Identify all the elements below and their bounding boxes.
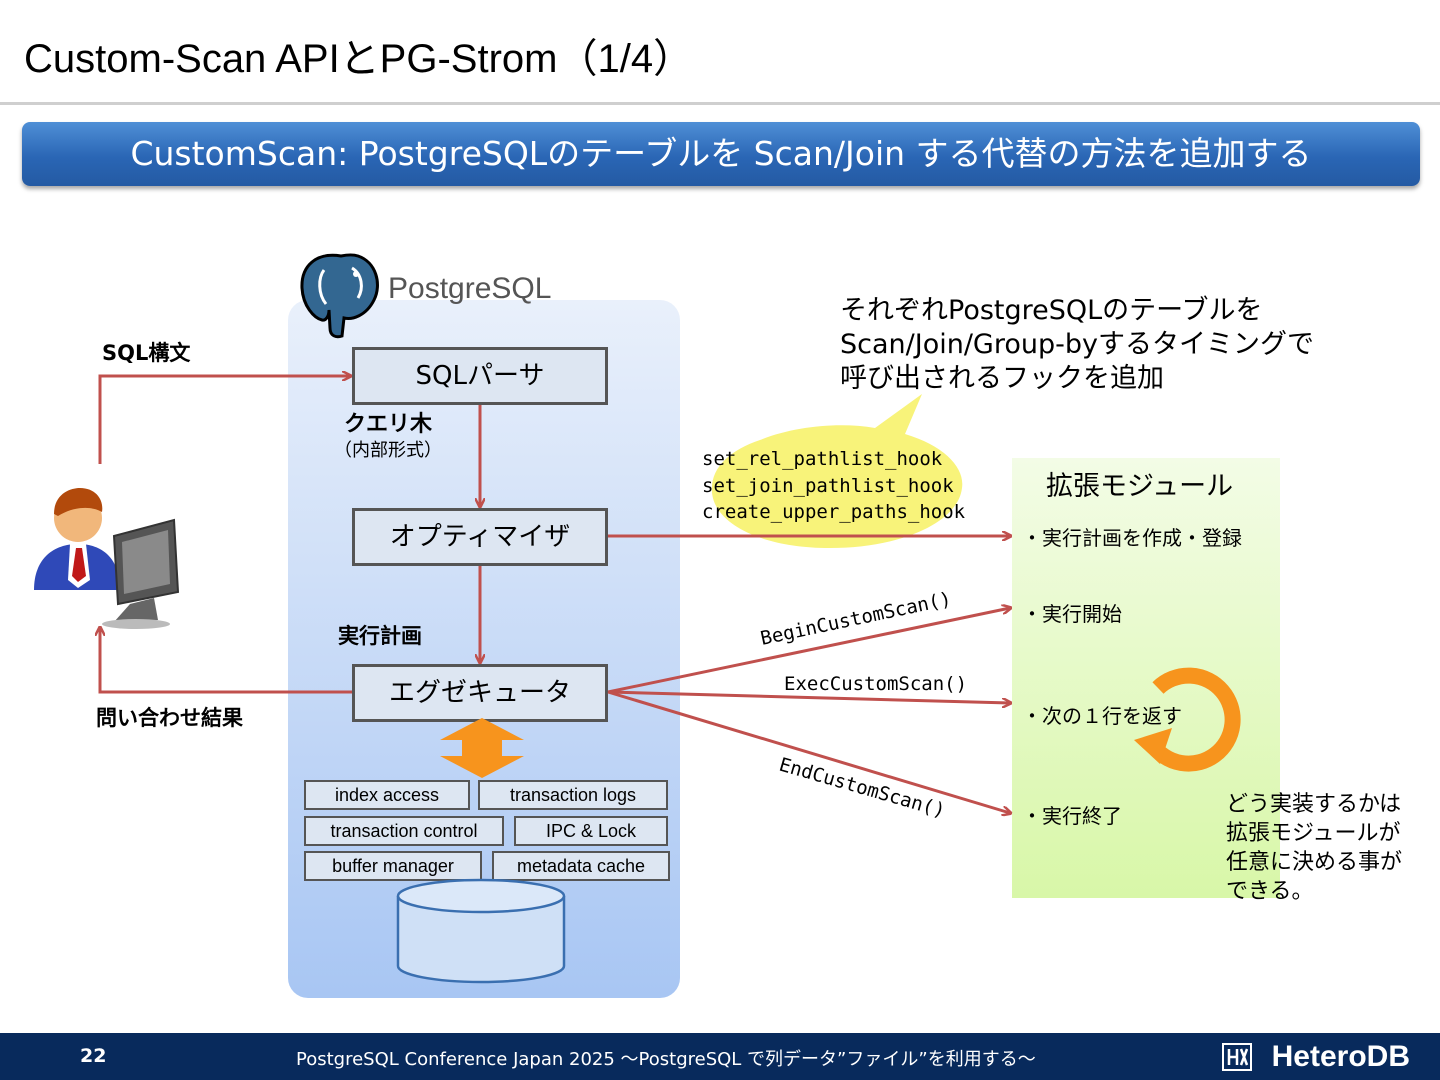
- note-line-4: できる。: [1226, 879, 1314, 904]
- query-tree-sub-label: （内部形式）: [334, 440, 442, 461]
- page-title: Custom-Scan APIとPG-Strom（1/4）: [24, 37, 694, 81]
- extension-item-begin: ・実行開始: [1022, 602, 1122, 626]
- extension-item-next-row: ・次の１行を返す: [1022, 704, 1182, 728]
- postgresql-logo-text: PostgreSQL: [388, 272, 552, 305]
- hook-create-upper-paths: create_upper_paths_hook: [702, 501, 966, 523]
- optimizer-box: オプティマイザ: [352, 508, 608, 566]
- heterodb-logo-icon: [1222, 1043, 1252, 1071]
- exec-plan-label: 実行計画: [338, 624, 422, 648]
- bidirectional-arrow-icon: [440, 718, 524, 778]
- footer-text: PostgreSQL Conference Japan 2025 〜Postgr…: [296, 1049, 1036, 1070]
- callout-line-3: 呼び出されるフックを追加: [840, 363, 1164, 394]
- query-result-label: 問い合わせ結果: [96, 706, 243, 730]
- hook-set-rel-pathlist: set_rel_pathlist_hook: [702, 448, 943, 470]
- postgresql-elephant-icon: [300, 253, 379, 339]
- extension-item-plan: ・実行計画を作成・登録: [1022, 526, 1242, 550]
- note-line-3: 任意に決める事が: [1226, 850, 1403, 875]
- executor-box: エグゼキュータ: [352, 664, 608, 722]
- call-exec-label: ExecCustomScan(): [784, 673, 967, 695]
- note-line-2: 拡張モジュールが: [1226, 821, 1401, 846]
- module-index-access: index access: [304, 780, 470, 810]
- callout-bubble: [711, 394, 963, 548]
- page-number: 22: [80, 1045, 107, 1067]
- callout-line-1: それぞれPostgreSQLのテーブルを: [840, 295, 1263, 326]
- callout-line-2: Scan/Join/Group-byするタイミングで: [840, 329, 1314, 360]
- module-transaction-logs: transaction logs: [478, 780, 668, 810]
- title-divider: [0, 102, 1440, 105]
- module-transaction-control: transaction control: [304, 816, 504, 846]
- extension-module-title: 拡張モジュール: [1046, 471, 1234, 502]
- hook-set-join-pathlist: set_join_pathlist_hook: [702, 475, 954, 497]
- module-metadata-cache: metadata cache: [492, 851, 670, 881]
- footer-bar: 22 PostgreSQL Conference Japan 2025 〜Pos…: [0, 1033, 1440, 1080]
- extension-item-end: ・実行終了: [1022, 804, 1122, 828]
- loop-arrow-icon: [1134, 667, 1241, 772]
- banner: CustomScan: PostgreSQLのテーブルを Scan/Join す…: [22, 122, 1420, 186]
- heterodb-logo-text: HeteroDB: [1271, 1040, 1410, 1073]
- database-icon: [396, 878, 566, 984]
- sql-syntax-label: SQL構文: [102, 341, 191, 365]
- query-tree-label: クエリ木: [344, 412, 433, 437]
- extension-module-panel: [1012, 458, 1280, 898]
- sql-parser-box: SQLパーサ: [352, 347, 608, 405]
- module-ipc-lock: IPC & Lock: [514, 816, 668, 846]
- module-buffer-manager: buffer manager: [304, 851, 482, 881]
- user-at-computer-icon: [34, 488, 180, 629]
- note-line-1: どう実装するかは: [1226, 792, 1402, 817]
